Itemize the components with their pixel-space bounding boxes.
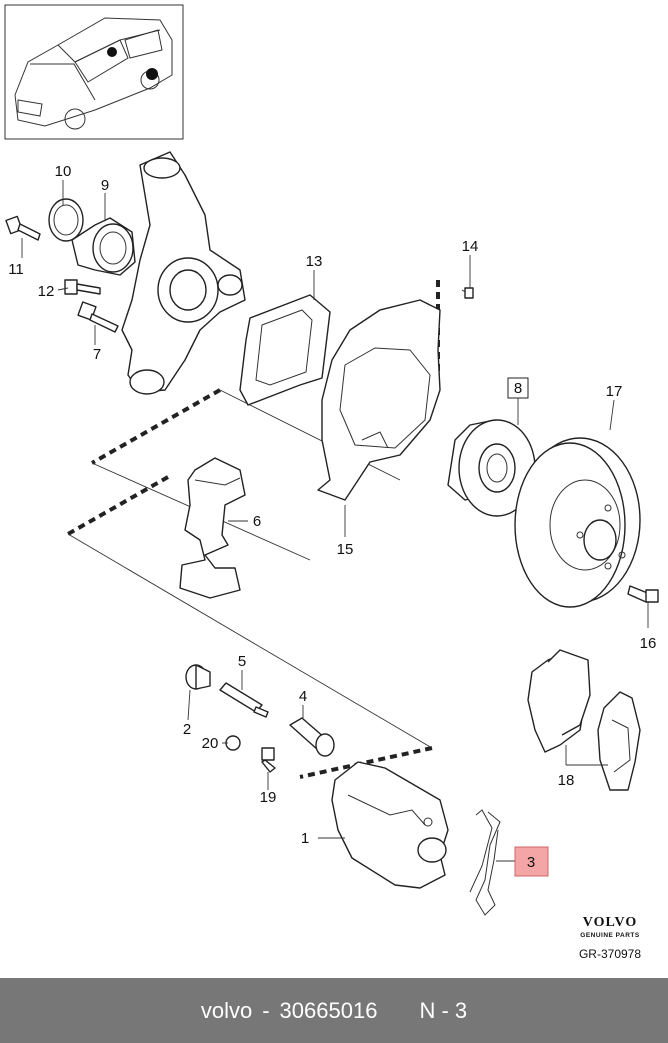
bolt-12 — [64, 279, 101, 295]
callout-11: 11 — [8, 261, 24, 278]
brake-caliper — [331, 761, 449, 889]
bleeder-screw — [261, 747, 276, 773]
footer-part-number: 30665016 — [279, 997, 378, 1023]
dashed-outline-knuckle — [91, 388, 221, 465]
callout-box-8 — [507, 377, 529, 399]
callout-19: 19 — [260, 789, 277, 806]
highlight-box — [514, 846, 549, 877]
footer-separator: - — [262, 997, 270, 1023]
dashed-outline-carrier — [67, 475, 169, 536]
brand-logo: VOLVO — [582, 915, 638, 930]
callout-12: 12 — [38, 283, 55, 300]
screw-14 — [464, 287, 474, 299]
diagram-code: GR-370978 — [578, 947, 642, 961]
car-thumbnail — [4, 4, 184, 140]
callout-6: 6 — [253, 513, 261, 530]
brake-disc — [514, 437, 641, 608]
bleeder-cap — [225, 735, 241, 751]
callout-18: 18 — [558, 772, 575, 789]
guide-pin — [219, 682, 269, 718]
footer-brand: volvo — [200, 997, 253, 1023]
dust-shield — [317, 299, 441, 501]
callout-14: 14 — [462, 238, 479, 255]
guide-bush — [289, 717, 335, 757]
footer-ref: N - 3 — [419, 997, 468, 1023]
callout-2: 2 — [183, 721, 191, 738]
footer-bar: volvo - 30665016 N - 3 — [0, 978, 668, 1043]
volvo-genuine-parts-logo: VOLVO GENUINE PARTS GR-370978 — [560, 915, 660, 961]
abs-sensor-ring — [71, 217, 136, 276]
callout-16: 16 — [640, 635, 657, 652]
callout-9: 9 — [101, 177, 109, 194]
bolt-11 — [5, 215, 41, 241]
callout-8: 8 — [514, 380, 522, 397]
bolt-16 — [627, 585, 659, 603]
brand-subtitle: GENUINE PARTS — [580, 932, 640, 939]
callout-17: 17 — [606, 383, 623, 400]
callout-1: 1 — [301, 830, 309, 847]
anti-rattle-spring — [469, 809, 501, 916]
callout-4: 4 — [299, 688, 307, 705]
callout-10: 10 — [55, 163, 72, 180]
caliper-carrier — [179, 457, 246, 599]
bolt-7 — [77, 301, 119, 333]
callout-5: 5 — [238, 653, 246, 670]
dashed-outline-caliper — [299, 746, 433, 779]
callout-13: 13 — [306, 253, 323, 270]
backing-plate-gasket — [239, 294, 331, 406]
brake-pads — [527, 649, 641, 791]
steering-knuckle — [121, 151, 246, 395]
callout-15: 15 — [337, 541, 354, 558]
dust-cap — [185, 664, 211, 690]
parts-diagram: 10 9 11 12 7 13 14 8 17 6 15 16 5 2 4 20… — [4, 4, 659, 916]
callout-3: 3 — [527, 854, 535, 871]
callout-20: 20 — [202, 735, 219, 752]
callout-7: 7 — [93, 346, 101, 363]
